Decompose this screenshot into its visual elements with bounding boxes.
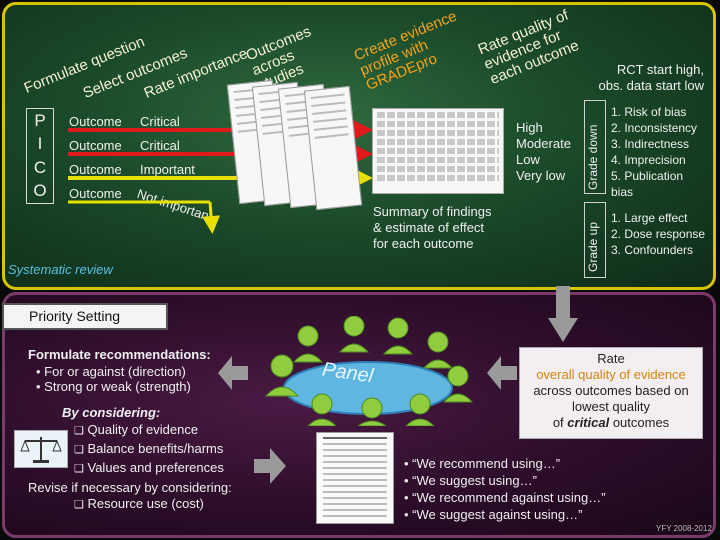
systematic-review-label: Systematic review	[8, 262, 113, 277]
grade-down-box	[584, 100, 606, 194]
formulate-list: • For or against (direction) • Strong or…	[36, 364, 191, 394]
evidence-profile-table	[372, 108, 504, 194]
grade-up-label: Grade up	[586, 221, 600, 272]
revise-list: ❑ Resource use (cost)	[74, 496, 204, 511]
footer-credit: YFY 2008-2012	[656, 524, 712, 533]
outcome-label-1: Outcome	[69, 114, 122, 129]
importance-important: Important	[140, 162, 195, 177]
left-arrow	[218, 356, 248, 390]
revise-label: Revise if necessary by considering:	[28, 480, 232, 495]
quality-levels: High Moderate Low Very low	[516, 120, 571, 183]
guideline-document	[316, 432, 394, 524]
grade-up-list: 1. Large effect 2. Dose response 3. Conf…	[611, 211, 706, 257]
summary-of-findings: Summary of findings & estimate of effect…	[373, 204, 492, 251]
priority-setting-label: Priority Setting	[2, 303, 168, 330]
pico-o: O	[33, 181, 47, 201]
pico-i: I	[37, 134, 43, 154]
balance-scale-icon	[14, 430, 68, 468]
rate-overall-quality-box: Rate overall quality of evidence across …	[519, 347, 703, 439]
pico-p: P	[34, 110, 46, 130]
rct-note: RCT start high, obs. data start low	[598, 62, 705, 93]
pico-c: C	[33, 157, 47, 177]
recommendation-phrasings: • “We recommend using…” • “We suggest us…	[404, 456, 606, 522]
importance-critical-2: Critical	[140, 138, 180, 153]
right-arrow	[254, 448, 286, 484]
pico-box: P I C O	[26, 108, 54, 204]
panel-group	[264, 316, 474, 426]
by-considering: By considering:	[62, 405, 161, 420]
grade-down-list: 1. Risk of bias 2. Inconsistency 3. Indi…	[611, 105, 698, 199]
outcome-label-2: Outcome	[69, 138, 122, 153]
importance-critical-1: Critical	[140, 114, 180, 129]
grade-down-label: Grade down	[586, 124, 600, 190]
considering-list: ❑ Quality of evidence ❑ Balance benefits…	[74, 422, 224, 475]
grade-up-box	[584, 202, 606, 278]
outcome-label-4: Outcome	[69, 186, 122, 201]
left-arrow	[487, 356, 517, 390]
formulate-title: Formulate recommendations:	[28, 347, 211, 362]
outcome-label-3: Outcome	[69, 162, 122, 177]
down-arrow	[548, 286, 578, 342]
